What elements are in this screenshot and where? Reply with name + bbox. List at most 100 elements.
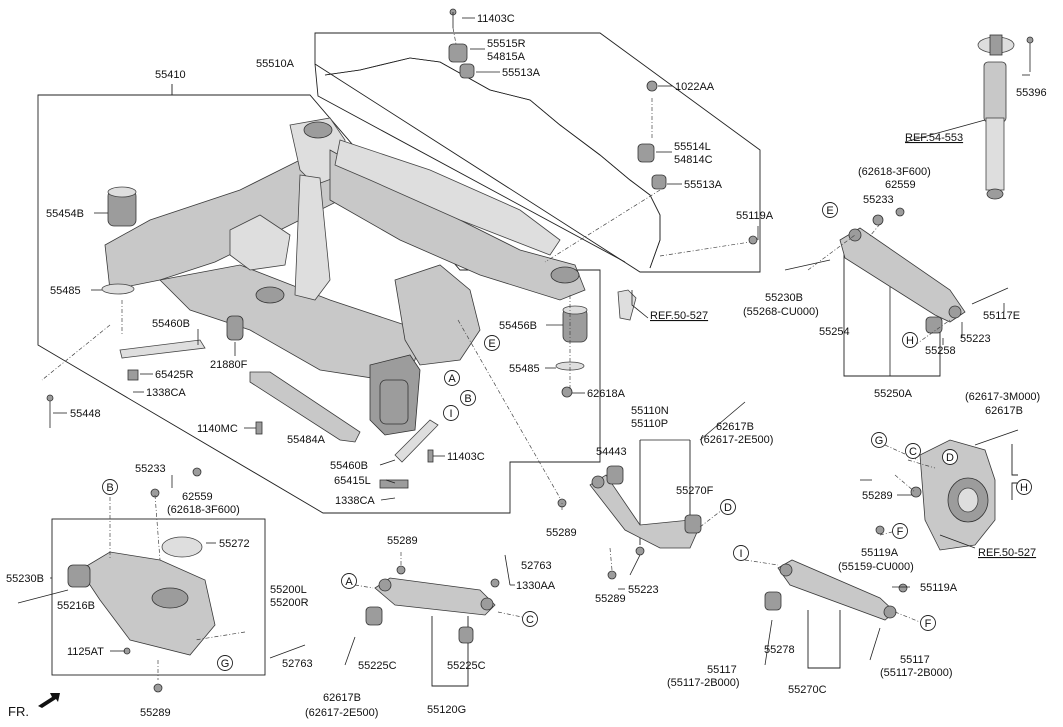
label-62559-left: 62559 bbox=[182, 491, 213, 503]
label-62618A: 62618A bbox=[587, 388, 626, 400]
label-55233-left: 55233 bbox=[135, 463, 166, 475]
callout-circle-d-mid bbox=[720, 499, 736, 515]
label-55119A-top: 55119A bbox=[736, 210, 774, 222]
callout-circle-e-upper bbox=[822, 202, 838, 218]
label-1125AT: 1125AT bbox=[67, 646, 104, 658]
label-55216B: 55216B bbox=[57, 600, 95, 612]
label-ref-54-553: REF.54-553 bbox=[905, 132, 963, 144]
callout-circle-h-right bbox=[1016, 479, 1032, 495]
label-54815A: 54815A bbox=[487, 51, 526, 63]
knuckle bbox=[875, 429, 1019, 551]
callout-a-mid: A bbox=[448, 373, 456, 385]
callout-circle-c-low bbox=[522, 611, 538, 627]
label-55510A: 55510A bbox=[256, 58, 295, 70]
callout-h-right: H bbox=[1020, 482, 1028, 494]
label-55289-lowmid: 55289 bbox=[595, 593, 626, 605]
label-52763-left: 52763 bbox=[282, 658, 313, 670]
label-54443: 54443 bbox=[596, 446, 627, 458]
label-55514L: 55514L bbox=[674, 141, 711, 153]
label-55460B-bot: 55460B bbox=[330, 460, 368, 472]
callout-i-mid: I bbox=[449, 408, 452, 420]
label-55117-2B000-right: (55117-2B000) bbox=[880, 667, 953, 679]
label-55225C-right: 55225C bbox=[447, 660, 486, 672]
callout-d-mid: D bbox=[724, 502, 732, 514]
callout-circle-i-mid bbox=[443, 405, 459, 421]
label-65425R: 65425R bbox=[155, 369, 194, 381]
label-55117-right: 55117 bbox=[900, 654, 930, 666]
label-62618-3F600-left: (62618-3F600) bbox=[167, 504, 240, 516]
label-55513A-top: 55513A bbox=[502, 67, 541, 79]
label-55223-top: 55223 bbox=[960, 333, 991, 345]
label-55270F: 55270F bbox=[676, 485, 714, 497]
label-55254: 55254 bbox=[819, 326, 850, 338]
callout-circle-g-left bbox=[217, 655, 233, 671]
label-55289-bot: 55289 bbox=[140, 707, 171, 719]
callout-f-right: F bbox=[897, 526, 904, 538]
label-1140MC: 1140MC bbox=[197, 423, 238, 435]
callout-circle-c-right bbox=[905, 443, 921, 459]
stabilizer-bar-55510A bbox=[324, 8, 758, 321]
label-55454B: 55454B bbox=[46, 208, 84, 220]
label-55289-right: 55289 bbox=[862, 490, 893, 502]
label-55230B-top: 55230B bbox=[765, 292, 803, 304]
lower-arm-55200L bbox=[17, 467, 306, 693]
callout-circle-f-low bbox=[920, 615, 936, 631]
label-55515R: 55515R bbox=[487, 38, 526, 50]
label-55460B-top: 55460B bbox=[152, 318, 190, 330]
label-55278: 55278 bbox=[764, 644, 795, 656]
callout-f-low: F bbox=[925, 618, 932, 630]
callout-circle-a-low bbox=[341, 573, 357, 589]
label-62617B-mid: 62617B bbox=[716, 421, 754, 433]
label-55448: 55448 bbox=[70, 408, 101, 420]
upper-arm-55250A bbox=[784, 207, 1009, 334]
label-55159-CU000: (55159-CU000) bbox=[838, 561, 914, 573]
front-label: FR. bbox=[8, 704, 29, 719]
front-direction-indicator: FR. bbox=[8, 693, 60, 719]
label-55200L: 55200L bbox=[270, 584, 307, 596]
callout-e-mid: E bbox=[488, 338, 495, 350]
label-55110P: 55110P bbox=[631, 418, 668, 430]
label-55120G: 55120G bbox=[427, 704, 466, 716]
callout-circle-g-right bbox=[871, 432, 887, 448]
callout-circle-d-right bbox=[942, 449, 958, 465]
label-55268-CU000: (55268-CU000) bbox=[743, 306, 819, 318]
label-55289-center: 55289 bbox=[387, 535, 418, 547]
label-62617-3M000: (62617-3M000) bbox=[965, 391, 1040, 403]
callout-circle-b-left bbox=[102, 479, 118, 495]
shock-absorber bbox=[977, 34, 1034, 200]
callout-circle-e-mid bbox=[484, 335, 500, 351]
label-52763-center: 52763 bbox=[521, 560, 552, 572]
label-55272: 55272 bbox=[219, 538, 250, 550]
callout-letters: E H E A B I G C D H F B D G A C I F bbox=[106, 205, 1028, 670]
label-ref-50-527-bot: REF.50-527 bbox=[978, 547, 1036, 559]
front-arrow-icon bbox=[38, 693, 60, 708]
label-11403C-mid: 11403C bbox=[447, 451, 485, 463]
label-55117E: 55117E bbox=[983, 310, 1020, 322]
label-1338CA-bot: 1338CA bbox=[335, 495, 375, 507]
callout-c-low: C bbox=[526, 614, 534, 626]
lower-link-55270C bbox=[764, 559, 908, 666]
callout-a-low: A bbox=[345, 576, 353, 588]
label-62617-2E500-bot: (62617-2E500) bbox=[305, 707, 378, 719]
callout-c-right: C bbox=[909, 446, 917, 458]
callout-g-left: G bbox=[221, 658, 230, 670]
label-62617B-right: 62617B bbox=[985, 405, 1023, 417]
callout-b-mid: B bbox=[464, 393, 471, 405]
callout-h-upper: H bbox=[906, 335, 914, 347]
subframe-bushings bbox=[46, 186, 588, 489]
part-number-labels: 11403C 55515R 54815A 55513A 55510A 55410… bbox=[6, 13, 1047, 719]
label-55110N: 55110N bbox=[631, 405, 669, 417]
label-55485-left: 55485 bbox=[50, 285, 81, 297]
label-62617B-bot: 62617B bbox=[323, 692, 361, 704]
label-55250A: 55250A bbox=[874, 388, 913, 400]
label-55233-top: 55233 bbox=[863, 194, 894, 206]
label-55396: 55396 bbox=[1016, 87, 1047, 99]
label-1330AA: 1330AA bbox=[516, 580, 556, 592]
label-1022AA: 1022AA bbox=[675, 81, 715, 93]
callout-circle-a-mid bbox=[444, 370, 460, 386]
label-21880F: 21880F bbox=[210, 359, 248, 371]
label-55225C-left: 55225C bbox=[358, 660, 397, 672]
label-62617-2E500-mid: (62617-2E500) bbox=[700, 434, 773, 446]
label-54814C: 54814C bbox=[674, 154, 713, 166]
